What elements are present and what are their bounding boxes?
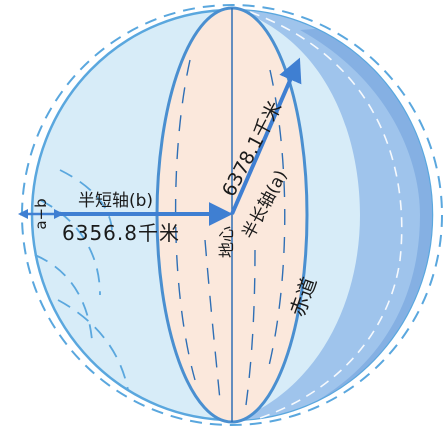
semi-major-arrow [230, 57, 302, 215]
reference-sphere-outline [21, 4, 443, 426]
semi-minor-value-label: 6356.8千米 [62, 221, 180, 245]
semi-minor-axis-label: 半短轴(b) [78, 191, 153, 211]
center-label: 地心 [217, 226, 236, 258]
left-dashed-arcs [34, 169, 129, 391]
right-shaded-region [232, 10, 432, 420]
difference-label: a−b [32, 198, 50, 229]
right-dashed-arc [249, 11, 403, 419]
